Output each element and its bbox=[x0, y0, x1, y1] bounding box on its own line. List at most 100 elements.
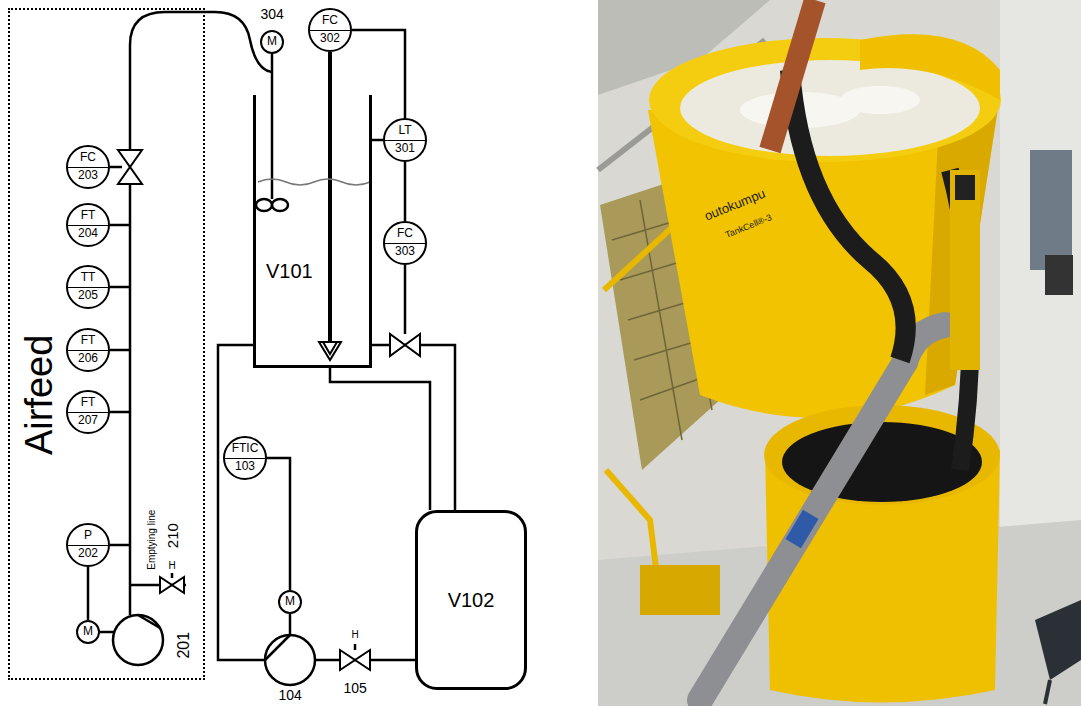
plant-photo bbox=[1045, 255, 1073, 295]
instrument-bubble: FT 206 bbox=[66, 328, 110, 372]
plant-photo bbox=[782, 422, 982, 502]
bubble-divider bbox=[385, 243, 425, 244]
instrument-tag: LT bbox=[398, 124, 411, 138]
process-pipe bbox=[328, 52, 332, 342]
instrument-number: 204 bbox=[78, 227, 98, 241]
plant-photo bbox=[1045, 680, 1050, 704]
region-title: Airfeed bbox=[18, 335, 62, 455]
instrument-number: 203 bbox=[78, 169, 98, 183]
instrument-tag: FT bbox=[81, 334, 96, 348]
callout-number: 105 bbox=[344, 680, 367, 696]
process-pipe bbox=[271, 54, 274, 199]
bubble-divider bbox=[225, 458, 265, 459]
instrument-bubble: TT205 bbox=[66, 265, 110, 309]
instrument-tag: FC bbox=[80, 151, 96, 165]
air-line bbox=[110, 166, 122, 169]
liquid-surface bbox=[258, 179, 370, 185]
valve-symbol bbox=[118, 167, 142, 184]
plant-photo bbox=[950, 170, 980, 370]
process-pipe bbox=[404, 265, 407, 334]
plant-photo bbox=[860, 34, 1000, 100]
motor-symbol: M bbox=[278, 590, 302, 614]
instrument-tag: FC bbox=[397, 227, 413, 241]
instrument-number: 202 bbox=[78, 547, 98, 561]
plant-photo bbox=[790, 70, 906, 360]
valve-symbol bbox=[323, 342, 337, 354]
motor-symbol: M bbox=[260, 30, 284, 54]
pump-symbol bbox=[265, 635, 290, 660]
pipe-connector bbox=[352, 30, 405, 118]
callout-number: 104 bbox=[279, 687, 302, 703]
pipe-connector bbox=[372, 345, 455, 510]
instrument-bubble: FT 204 bbox=[66, 203, 110, 247]
bubble-divider bbox=[68, 287, 108, 288]
motor-label: M bbox=[267, 35, 277, 49]
vessel-tank: V101 bbox=[253, 95, 372, 368]
instrument-tag: TT bbox=[81, 271, 96, 285]
pump-symbol bbox=[113, 615, 315, 685]
instrument-bubble: FTIC 103 bbox=[223, 436, 267, 480]
bubble-divider bbox=[68, 350, 108, 351]
instrument-number: 206 bbox=[78, 352, 98, 366]
plant-photo bbox=[955, 175, 975, 200]
pipe-connector bbox=[404, 162, 407, 221]
instrument-tag: FTIC bbox=[232, 442, 259, 456]
valve-symbol bbox=[118, 150, 184, 593]
air-line bbox=[129, 184, 132, 615]
instrument-number: 207 bbox=[78, 414, 98, 428]
pipe-connector bbox=[87, 567, 90, 620]
instrument-number: 103 bbox=[235, 460, 255, 474]
valve-symbol bbox=[355, 650, 370, 670]
pump-symbol bbox=[138, 615, 160, 628]
instrument-bubble: P 202 bbox=[66, 523, 110, 567]
air-line bbox=[110, 349, 130, 352]
valve-symbol bbox=[319, 334, 420, 670]
plant-photo bbox=[700, 362, 905, 700]
instrument-tag: FT bbox=[81, 209, 96, 223]
instrument-bubble: FC 303 bbox=[383, 221, 427, 265]
bubble-divider bbox=[68, 545, 108, 546]
callout-number: 210 bbox=[163, 523, 180, 548]
plant-photo bbox=[598, 0, 1081, 706]
bubble-divider bbox=[310, 30, 350, 31]
callout-number: 304 bbox=[261, 6, 284, 22]
valve-symbol bbox=[405, 334, 420, 356]
process-pipe bbox=[256, 199, 272, 211]
plant-photo bbox=[840, 86, 920, 114]
instrument-tag: P bbox=[84, 529, 92, 543]
motor-label: M bbox=[83, 625, 93, 639]
plant-photo bbox=[1030, 150, 1072, 270]
bubble-divider bbox=[68, 167, 108, 168]
process-pipe bbox=[289, 614, 292, 635]
valve-symbol bbox=[118, 150, 142, 167]
pipe-connector bbox=[330, 368, 430, 510]
plant-photo bbox=[770, 0, 815, 150]
vessel-tank: V102 bbox=[415, 510, 527, 690]
air-line bbox=[130, 12, 272, 150]
pipe-connector bbox=[267, 458, 290, 590]
vessel-label: V101 bbox=[266, 260, 313, 283]
air-line bbox=[100, 631, 114, 634]
valve-symbol bbox=[172, 577, 184, 593]
instrument-number: 302 bbox=[320, 32, 340, 46]
instrument-bubble: FT207 bbox=[66, 390, 110, 434]
motor-symbol: M bbox=[76, 620, 100, 644]
plant-photo bbox=[598, 0, 1081, 706]
air-line bbox=[110, 544, 130, 547]
vessel-label: V102 bbox=[448, 589, 495, 612]
process-pipe bbox=[218, 345, 265, 660]
plant-photo bbox=[680, 60, 980, 156]
line-name: Emptying line bbox=[146, 510, 158, 570]
instrument-number: 303 bbox=[395, 245, 415, 259]
instrument-number: 301 bbox=[395, 142, 415, 156]
plant-photo bbox=[640, 565, 720, 615]
bubble-divider bbox=[68, 225, 108, 226]
instrument-tag: FC bbox=[322, 14, 338, 28]
air-line bbox=[171, 573, 174, 578]
instrument-bubble: FC 302 bbox=[308, 8, 352, 52]
process-pipe bbox=[354, 644, 357, 650]
bubble-divider bbox=[385, 140, 425, 141]
handwheel-mark: H bbox=[169, 560, 176, 572]
